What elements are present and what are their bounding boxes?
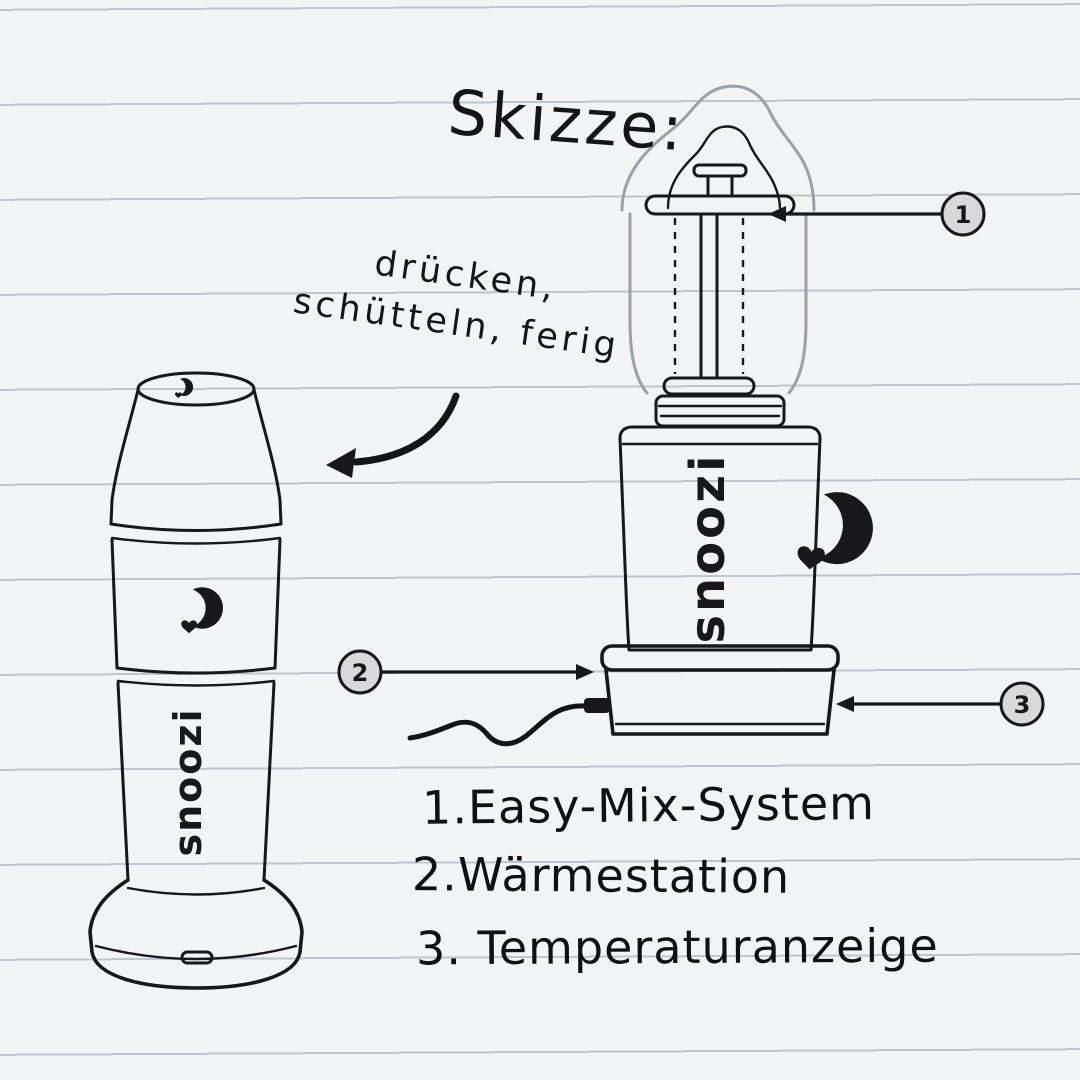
left-bottle-drawing: snoozi — [88, 371, 304, 990]
warming-station-base — [600, 644, 840, 736]
callout-2: 2 — [337, 649, 594, 695]
moon-heart-icon-left — [181, 587, 223, 634]
plug-icon — [584, 698, 610, 713]
teat-cap-outline — [620, 84, 816, 212]
callout-3: 3 — [836, 681, 1045, 727]
power-cable — [407, 698, 610, 747]
bottle-base — [88, 878, 304, 990]
callout-1-badge — [940, 191, 986, 237]
legend: 1.Easy-Mix-System 2.Wärmestation 3. Temp… — [411, 775, 939, 991]
callout-2-number: 2 — [352, 659, 369, 687]
teat-inner — [666, 125, 782, 210]
callout-1-arrowhead-icon — [768, 206, 786, 222]
curved-arrow — [326, 392, 460, 478]
base-slot — [180, 950, 214, 965]
callout-3-badge — [999, 681, 1045, 727]
moon-heart-icon-lid — [174, 378, 194, 398]
bottle-lid-top — [136, 371, 256, 407]
easy-mix-piston — [644, 163, 796, 396]
callout-2-arrowhead-icon — [576, 664, 594, 680]
arrowhead-icon — [326, 448, 356, 478]
callout-1: 1 — [768, 191, 986, 237]
legend-item-easy-mix: 1.Easy-Mix-System — [421, 775, 876, 835]
legend-item-temperaturanzeige: 3. Temperaturanzeige — [415, 918, 939, 976]
callout-2-badge — [337, 649, 383, 695]
callout-1-number: 1 — [955, 201, 972, 229]
brand-logo-text-left: snoozi — [166, 707, 210, 856]
callout-3-arrowhead-icon — [836, 696, 854, 712]
thread-coupling — [654, 394, 786, 428]
brand-logo-text-right: snoozi — [680, 452, 736, 643]
callout-3-number: 3 — [1014, 691, 1031, 719]
right-bottle-exploded-drawing: snoozi — [407, 84, 877, 747]
legend-item-waermestation: 2.Wärmestation — [411, 847, 791, 904]
moon-heart-icon-right — [795, 488, 877, 576]
